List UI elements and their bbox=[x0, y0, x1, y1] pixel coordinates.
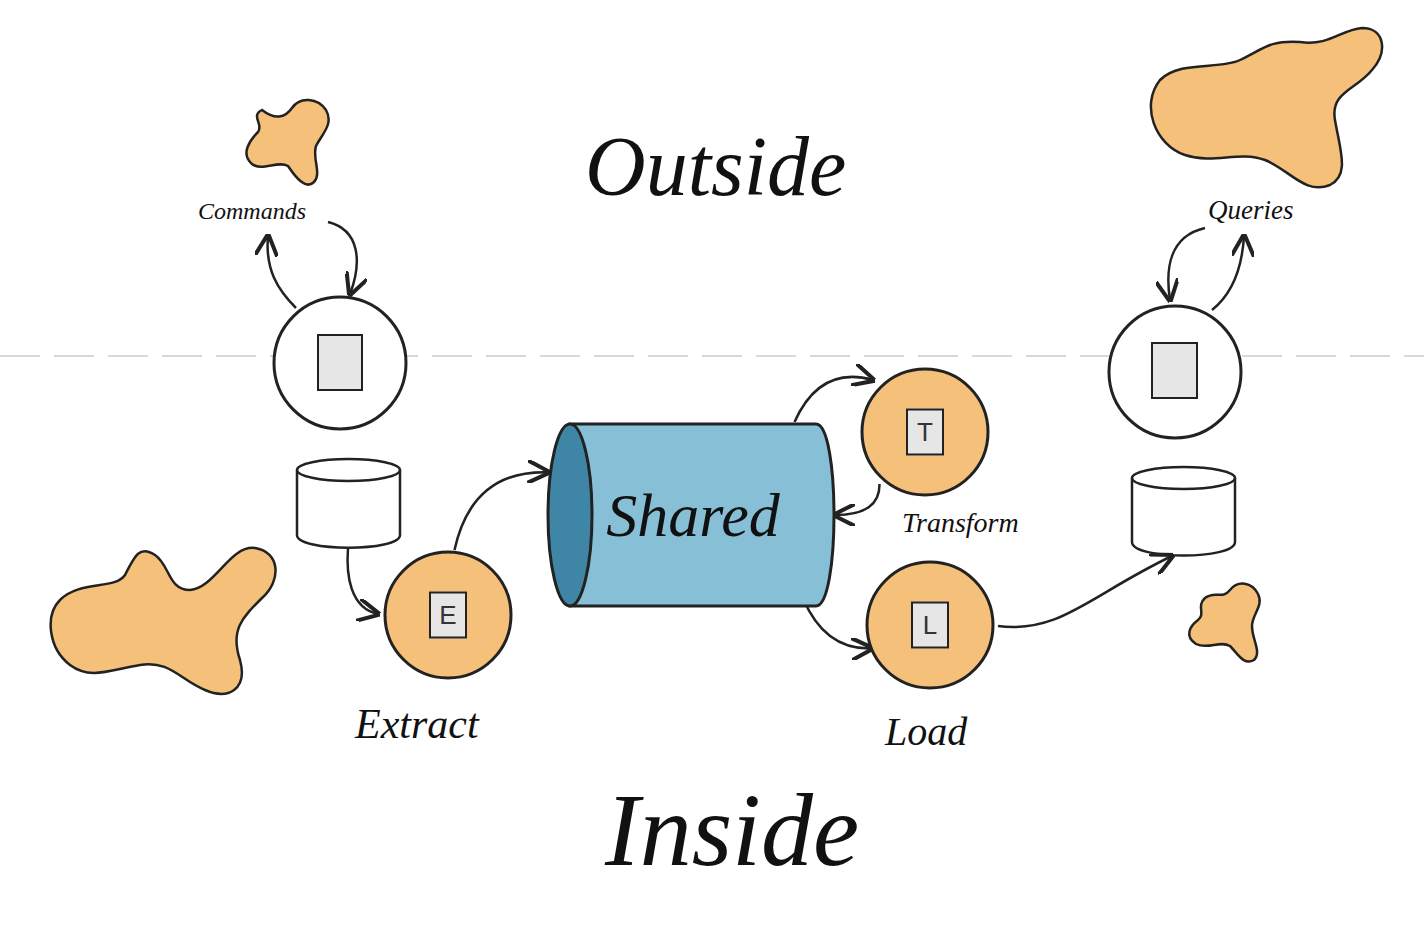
service-circle bbox=[1109, 306, 1241, 438]
component-letter: T bbox=[906, 409, 944, 456]
component-letter: L bbox=[911, 602, 949, 649]
flow-connector bbox=[835, 484, 879, 515]
shared-store: Shared bbox=[548, 422, 838, 608]
process-circle: EExtract bbox=[383, 550, 513, 680]
cylinder-body bbox=[570, 424, 834, 606]
service-circle bbox=[274, 297, 406, 429]
flow-connector bbox=[795, 377, 874, 422]
flow-arrow bbox=[1212, 236, 1244, 310]
zone-label: Inside bbox=[605, 770, 859, 889]
process-label: Extract bbox=[355, 700, 479, 748]
zone-label: Outside bbox=[585, 118, 846, 215]
flow-arrow bbox=[268, 236, 296, 308]
flow-connector bbox=[455, 472, 549, 550]
service-blob bbox=[1189, 584, 1259, 662]
service-blob bbox=[246, 100, 328, 185]
flow-label: Queries bbox=[1208, 195, 1293, 226]
flow-arrow bbox=[998, 556, 1172, 627]
flow-arrow bbox=[328, 222, 357, 294]
circle-outline bbox=[862, 369, 988, 495]
database-top bbox=[297, 459, 400, 481]
process-circle: TTransform bbox=[860, 367, 990, 497]
service-blob bbox=[51, 548, 276, 694]
circle-outline bbox=[867, 562, 993, 688]
service-blob bbox=[1151, 28, 1382, 187]
circle-outline bbox=[385, 552, 511, 678]
flow-label: Commands bbox=[198, 198, 306, 225]
store-label: Shared bbox=[606, 480, 779, 551]
cylinder-end bbox=[548, 424, 592, 606]
flow-arrow bbox=[1168, 228, 1205, 300]
process-circle: LLoad bbox=[865, 560, 995, 690]
database-top bbox=[1132, 467, 1235, 489]
process-label: Transform bbox=[902, 507, 1019, 539]
component-square bbox=[318, 335, 362, 390]
component-letter: E bbox=[429, 592, 467, 639]
component-square bbox=[1152, 343, 1197, 398]
flow-arrow bbox=[348, 548, 378, 614]
process-label: Load bbox=[885, 708, 967, 755]
